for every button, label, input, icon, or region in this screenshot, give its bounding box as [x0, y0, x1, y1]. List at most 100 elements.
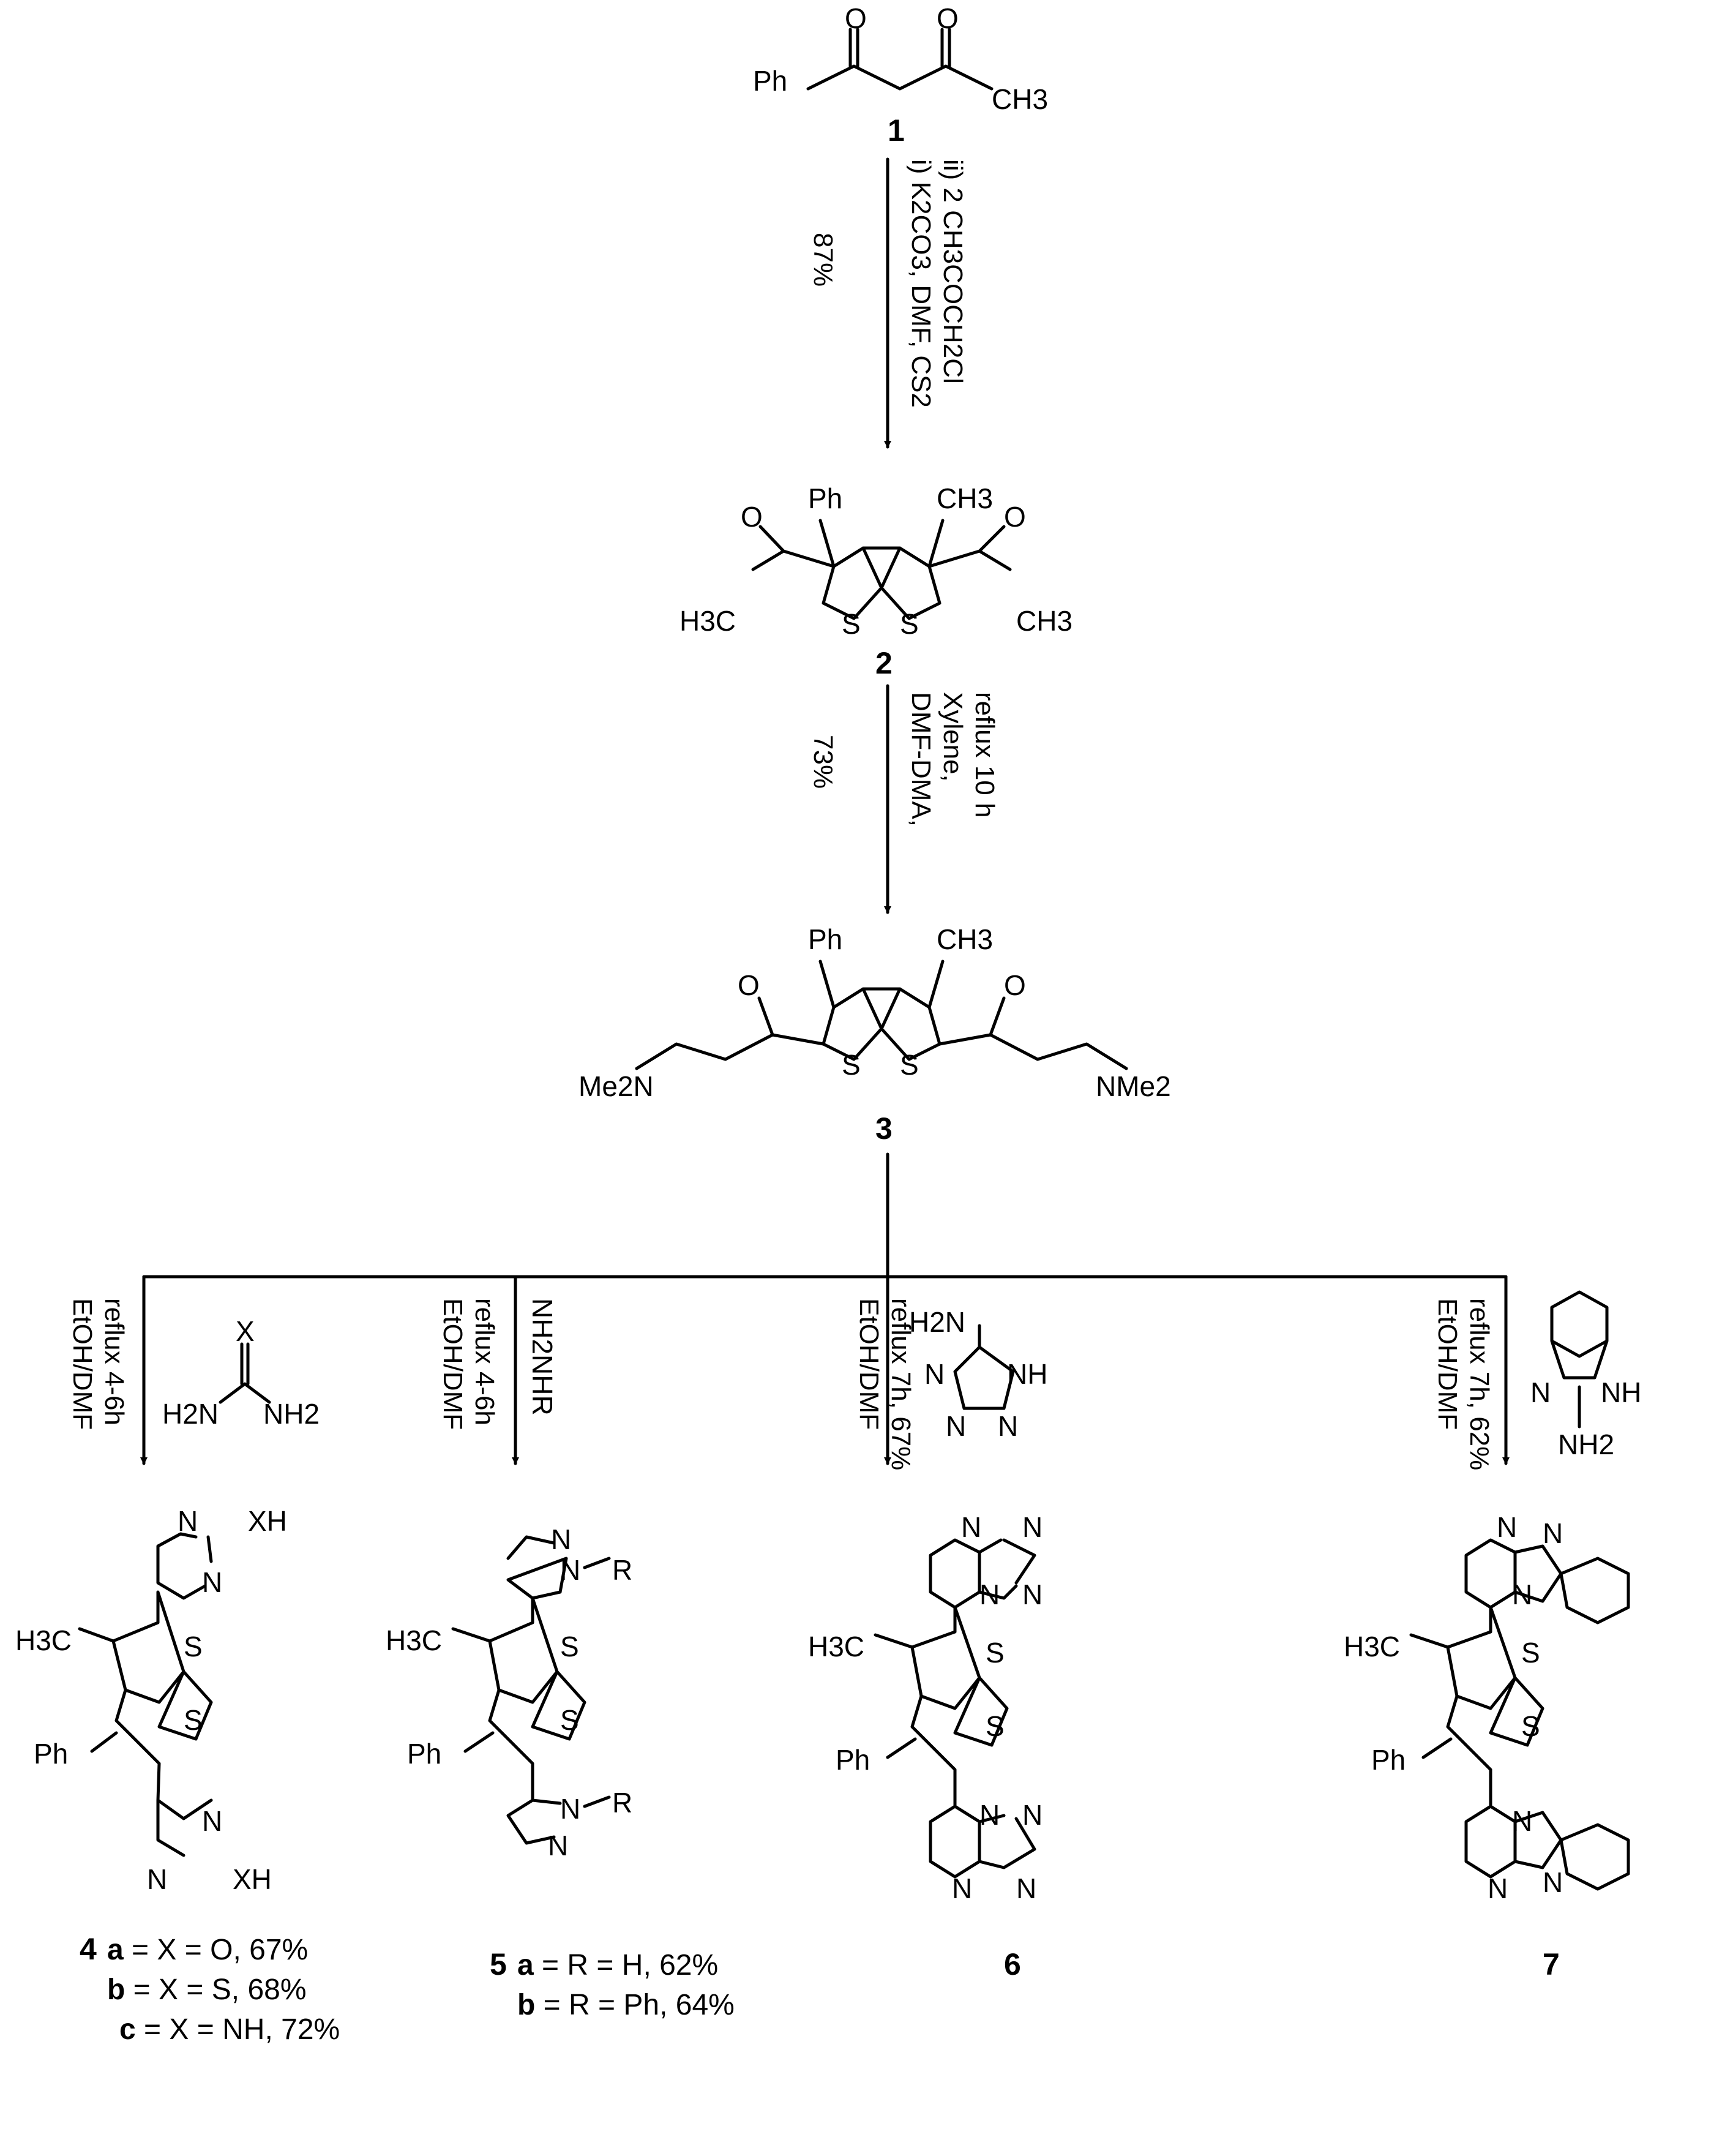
methyl-label: H3C [679, 605, 736, 637]
methyl-label: H3C [15, 1625, 72, 1656]
phenyl-label: Ph [836, 1744, 870, 1776]
methyl-label: H3C [1344, 1631, 1400, 1662]
reagent-label: X [236, 1315, 255, 1347]
phenyl-label: Ph [34, 1738, 68, 1770]
sulfur-label: S [986, 1710, 1005, 1742]
phenyl-label: Ph [808, 483, 842, 514]
reagent-label: H2N [909, 1306, 965, 1338]
reagent-label: NH [1007, 1358, 1047, 1390]
reagent-label: N [998, 1410, 1018, 1442]
xh-label: XH [233, 1863, 272, 1895]
methyl-label: CH3 [1016, 605, 1073, 637]
sulfur-label: S [1521, 1637, 1540, 1669]
branch7-conditions: EtOH/DMF reflux 7h, 62% [1432, 1298, 1494, 1470]
compound-number: 7 [1543, 1947, 1560, 1981]
methyl-label: CH3 [937, 483, 993, 514]
branch4-conditions: EtOH/DMF reflux 4-6h [67, 1298, 129, 1430]
phenyl-label: Ph [1371, 1744, 1406, 1776]
condition-line: EtOH/DMF [67, 1298, 97, 1430]
oxygen-label: O [937, 2, 959, 34]
sulfur-label: S [842, 608, 861, 640]
methyl-label: CH3 [937, 923, 993, 955]
step1-yield: 87% [808, 233, 838, 287]
dimethylamino-label: NMe2 [1096, 1070, 1171, 1102]
nitrogen-label: N [952, 1872, 972, 1904]
reagent-label: N [924, 1358, 945, 1390]
nitrogen-label: N [1022, 1799, 1043, 1831]
methyl-label: H3C [808, 1631, 864, 1662]
nitrogen-label: N [1497, 1511, 1517, 1543]
compound-number: 3 [875, 1111, 893, 1146]
aminobenzimidazole-reagent: N NH NH2 [1530, 1290, 1641, 1460]
compound-number: 4 [80, 1932, 97, 1966]
phenyl-label: Ph [808, 923, 842, 955]
branch5-conditions: EtOH/DMF reflux 4-6h [438, 1298, 500, 1430]
variant-line: c = X = NH, 72% [119, 2013, 340, 2046]
methyl-label: H3C [386, 1625, 442, 1656]
nitrogen-label: N [548, 1830, 568, 1861]
phenyl-label: Ph [753, 65, 787, 97]
compound-4: N N XH H3C S S Ph N N XH 4 a = X = O, 67… [15, 1505, 340, 2046]
oxygen-label: O [1004, 969, 1026, 1001]
branch6-conditions: EtOH/DMF reflux 7h, 67% [854, 1298, 916, 1470]
condition-line: reflux 7h, 62% [1464, 1298, 1494, 1470]
nitrogen-label: N [1022, 1579, 1043, 1610]
xh-label: XH [248, 1505, 287, 1537]
sulfur-label: S [560, 1704, 579, 1736]
condition-line: i) K2CO3, DMF, CS2 [906, 159, 936, 408]
nitrogen-label: N [979, 1799, 1000, 1831]
condition-line: ii) 2 CH3COCH2Cl [938, 159, 968, 384]
dimethylamino-label: Me2N [578, 1070, 654, 1102]
step1-conditions: i) K2CO3, DMF, CS2 ii) 2 CH3COCH2Cl [906, 159, 968, 408]
nitrogen-label: N [1488, 1872, 1508, 1904]
compound-number: 2 [875, 646, 893, 680]
nitrogen-label: N [1512, 1805, 1532, 1837]
step2-yield: 73% [808, 735, 838, 789]
branch-arrows [140, 1152, 1510, 1465]
nitrogen-label: N [1543, 1517, 1563, 1549]
oxygen-label: O [1004, 501, 1026, 533]
compound-7: N N N H3C S S Ph N N N 7 [1344, 1511, 1630, 1981]
compound-2: Ph CH3 O O S S H3C CH3 2 [679, 483, 1073, 680]
condition-line: reflux 4-6h [470, 1298, 500, 1425]
variant-line: b = X = S, 68% [107, 1974, 307, 2006]
condition-line: reflux 4-6h [99, 1298, 129, 1425]
methyl-label: CH3 [992, 83, 1048, 115]
nitrogen-label: N [560, 1554, 580, 1586]
r-group-label: R [612, 1554, 632, 1586]
reagent-label: NH2 [263, 1398, 320, 1430]
nitrogen-label: N [147, 1863, 167, 1895]
variant-line: a = X = O, 67% [107, 1934, 308, 1966]
sulfur-label: S [900, 608, 919, 640]
variant-line: b = R = Ph, 64% [517, 1989, 735, 2021]
oxygen-label: O [845, 2, 867, 34]
nitrogen-label: N [202, 1566, 222, 1598]
variant-line: a = R = H, 62% [517, 1949, 718, 1981]
nitrogen-label: N [202, 1805, 222, 1837]
oxygen-label: O [741, 501, 763, 533]
compound-number: 6 [1004, 1947, 1021, 1981]
sulfur-label: S [986, 1637, 1005, 1669]
reagent-label: NH2 [1558, 1429, 1614, 1460]
reagent-label: N [946, 1410, 966, 1442]
hydrazine-reagent: NH2NHR [526, 1298, 558, 1416]
sulfur-label: S [1521, 1710, 1540, 1742]
oxygen-label: O [738, 969, 760, 1001]
nitrogen-label: N [551, 1523, 571, 1555]
compound-number: 1 [888, 113, 905, 148]
nitrogen-label: N [1543, 1866, 1563, 1898]
sulfur-label: S [560, 1631, 579, 1662]
condition-line: Xylene, [938, 692, 968, 782]
reagent-label: H2N [162, 1398, 219, 1430]
condition-line: EtOH/DMF [438, 1298, 468, 1430]
sulfur-label: S [184, 1631, 203, 1662]
sulfur-label: S [842, 1049, 861, 1081]
reagent-label: N [1530, 1377, 1551, 1408]
nitrogen-label: N [1022, 1511, 1043, 1543]
nitrogen-label: N [560, 1793, 580, 1825]
compound-1: Ph O O CH3 1 [753, 2, 1048, 148]
urea-reagent: X H2N NH2 [162, 1315, 320, 1430]
condition-line: reflux 10 h [970, 692, 1000, 817]
